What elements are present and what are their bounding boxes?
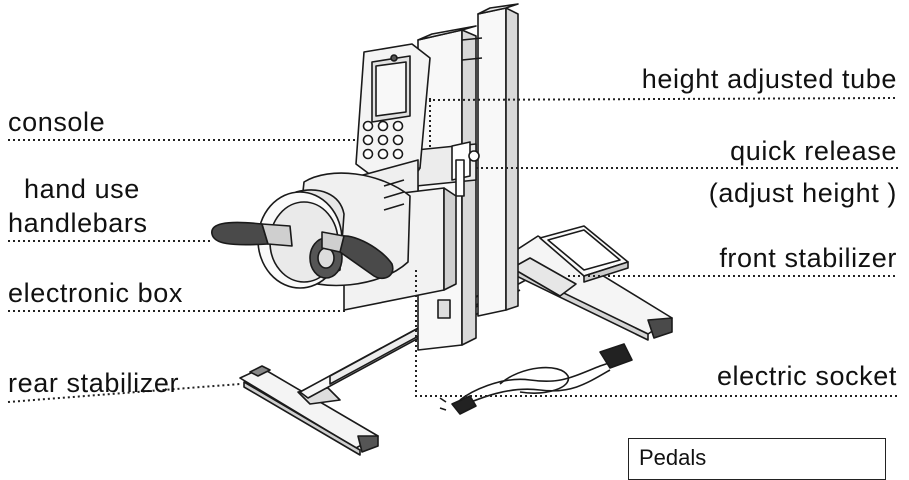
label-hand-use: hand use xyxy=(24,174,140,204)
label-handlebars: handlebars xyxy=(8,208,148,238)
label-rear-stabilizer: rear stabilizer xyxy=(8,368,180,398)
flywheel xyxy=(257,191,343,289)
power-cord xyxy=(439,343,633,415)
label-front-stabilizer: front stabilizer xyxy=(719,243,897,273)
pedals-inset-box: Pedals xyxy=(628,438,886,480)
label-height-adjusted-tube: height adjusted tube xyxy=(641,64,897,94)
handlebar-grips xyxy=(211,221,394,280)
front-stabilizer-part xyxy=(497,235,673,341)
label-electric-socket: electric socket xyxy=(716,361,897,391)
rear-stabilizer-part xyxy=(239,365,379,456)
label-adjust-height: (adjust height ) xyxy=(708,178,897,208)
exercise-bike-drawing xyxy=(7,3,899,456)
leader-lines xyxy=(7,97,899,403)
label-electronic-box: electronic box xyxy=(8,278,183,308)
quick-release-clamp xyxy=(415,141,480,197)
label-quick-release: quick release xyxy=(730,136,897,166)
diagram-canvas: console hand use handlebars electronic b… xyxy=(7,3,899,480)
label-console: console xyxy=(8,107,106,137)
pedals-inset-label: Pedals xyxy=(639,445,707,470)
